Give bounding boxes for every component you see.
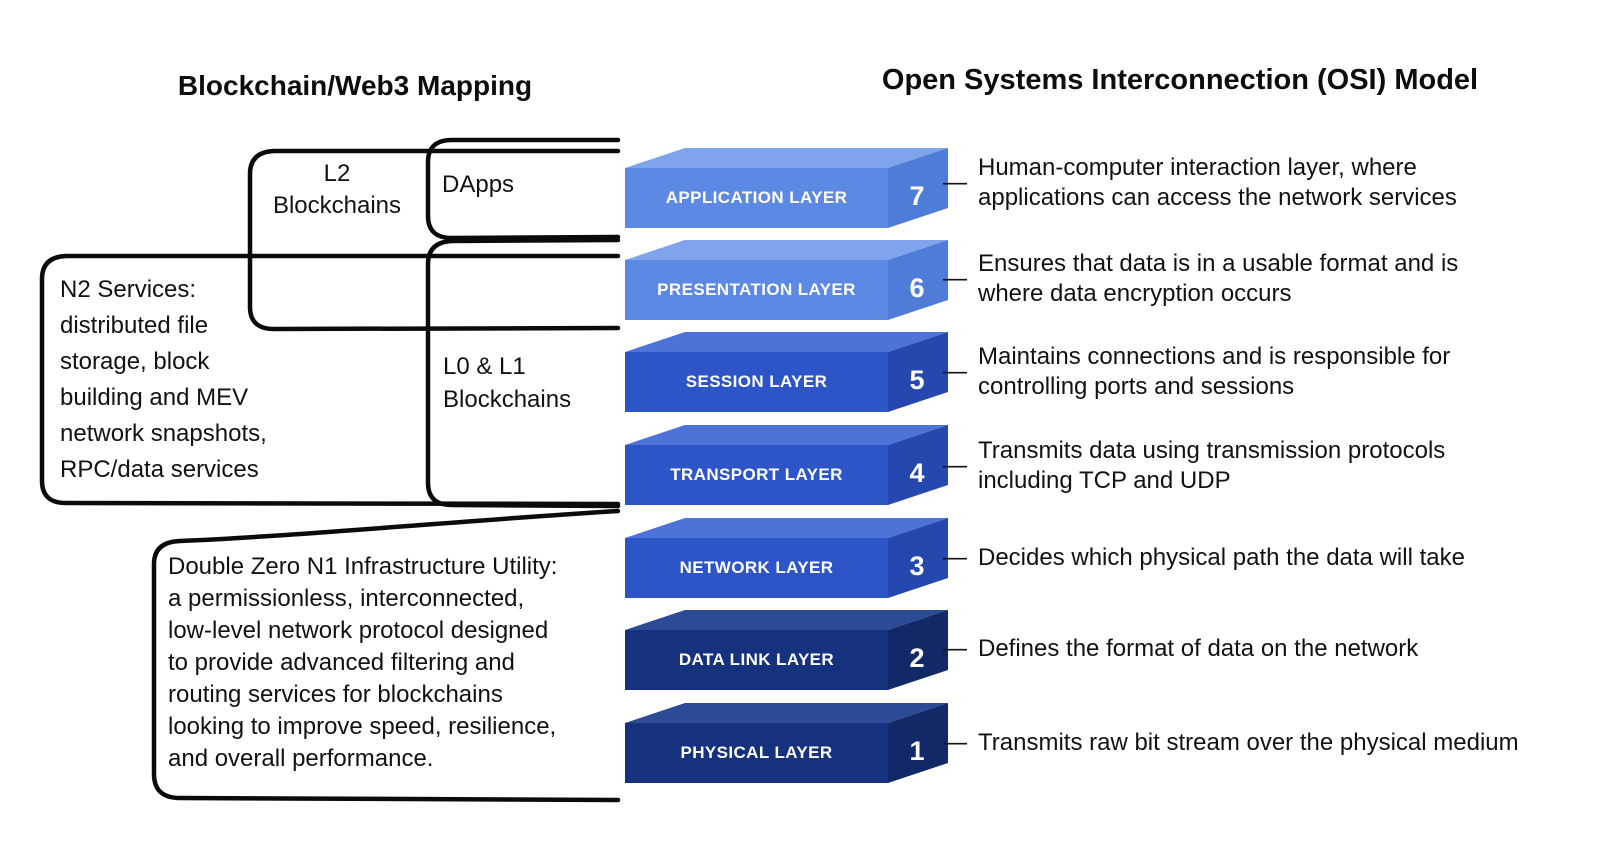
osi-box-transport [625, 425, 948, 505]
left-column-title: Blockchain/Web3 Mapping [177, 70, 533, 101]
layer-description-text: Ensures that data is in a usable format … [978, 250, 1459, 307]
dash-connector: — [943, 169, 967, 196]
mapping-label-l2-blockchains: L2 Blockchains [272, 160, 402, 219]
layer-description-session: — Maintains connections and is responsib… [942, 342, 1450, 402]
dash-connector: — [943, 729, 967, 756]
layer-number-3: 3 [909, 550, 925, 581]
layer-description-text: Transmits raw bit stream over the physic… [978, 729, 1519, 756]
layer-label-physical: PHYSICAL LAYER [680, 743, 833, 762]
layer-number-1: 1 [909, 735, 925, 766]
layer-label-network: NETWORK LAYER [679, 558, 834, 577]
layer-description-text: Human-computer interaction layer, where … [978, 154, 1457, 211]
osi-box-data-link [625, 610, 948, 690]
layer-number-7: 7 [909, 180, 925, 211]
layer-label-transport: TRANSPORT LAYER [670, 465, 843, 484]
osi-box-physical [625, 703, 948, 783]
mapping-label-double-zero: Double Zero N1 Infrastructure Utility: a… [168, 553, 558, 772]
osi-box-application [625, 148, 948, 228]
layer-description-presentation: — Ensures that data is in a usable forma… [942, 249, 1458, 309]
layer-description-text: Maintains connections and is responsible… [978, 343, 1451, 400]
layer-label-application: APPLICATION LAYER [665, 188, 848, 207]
dash-connector: — [943, 358, 967, 385]
layer-label-data-link: DATA LINK LAYER [678, 650, 835, 669]
mapping-label-n2-services: N2 Services: distributed file storage, b… [60, 276, 267, 483]
l0-l1-bracket [425, 237, 621, 509]
layer-description-network: — Decides which physical path the data w… [942, 543, 1465, 573]
dash-connector: — [943, 544, 967, 571]
layer-label-session: SESSION LAYER [685, 372, 828, 391]
dapps-bracket [425, 137, 621, 241]
right-column-title: Open Systems Interconnection (OSI) Model [881, 64, 1479, 96]
dash-connector: — [943, 635, 967, 662]
layer-description-text: Defines the format of data on the networ… [978, 635, 1419, 662]
layer-number-4: 4 [909, 457, 925, 488]
dash-connector: — [943, 452, 967, 479]
dash-connector: — [943, 265, 967, 292]
layer-label-presentation: PRESENTATION LAYER [657, 280, 856, 299]
osi-box-presentation [625, 240, 948, 320]
layer-number-5: 5 [909, 364, 925, 395]
l2-blockchains-bracket [247, 148, 621, 332]
layer-description-data-link: — Defines the format of data on the netw… [942, 634, 1418, 664]
layer-description-application: — Human-computer interaction layer, wher… [942, 153, 1457, 213]
osi-box-network [625, 518, 948, 598]
layer-description-physical: — Transmits raw bit stream over the phys… [942, 728, 1519, 758]
layer-description-text: Decides which physical path the data wil… [978, 544, 1465, 571]
mapping-label-l0-l1-blockchains: L0 & L1 Blockchains [443, 353, 572, 413]
double-zero-bracket [151, 508, 621, 803]
n2-services-bracket [39, 253, 621, 507]
mapping-brackets [39, 137, 621, 803]
layer-number-2: 2 [909, 642, 925, 673]
osi-box-session [625, 332, 948, 412]
layer-number-6: 6 [909, 272, 925, 303]
layer-description-text: Transmits data using transmission protoc… [978, 437, 1446, 494]
layer-description-transport: — Transmits data using transmission prot… [942, 436, 1445, 496]
mapping-label-dapps: DApps [442, 171, 515, 198]
